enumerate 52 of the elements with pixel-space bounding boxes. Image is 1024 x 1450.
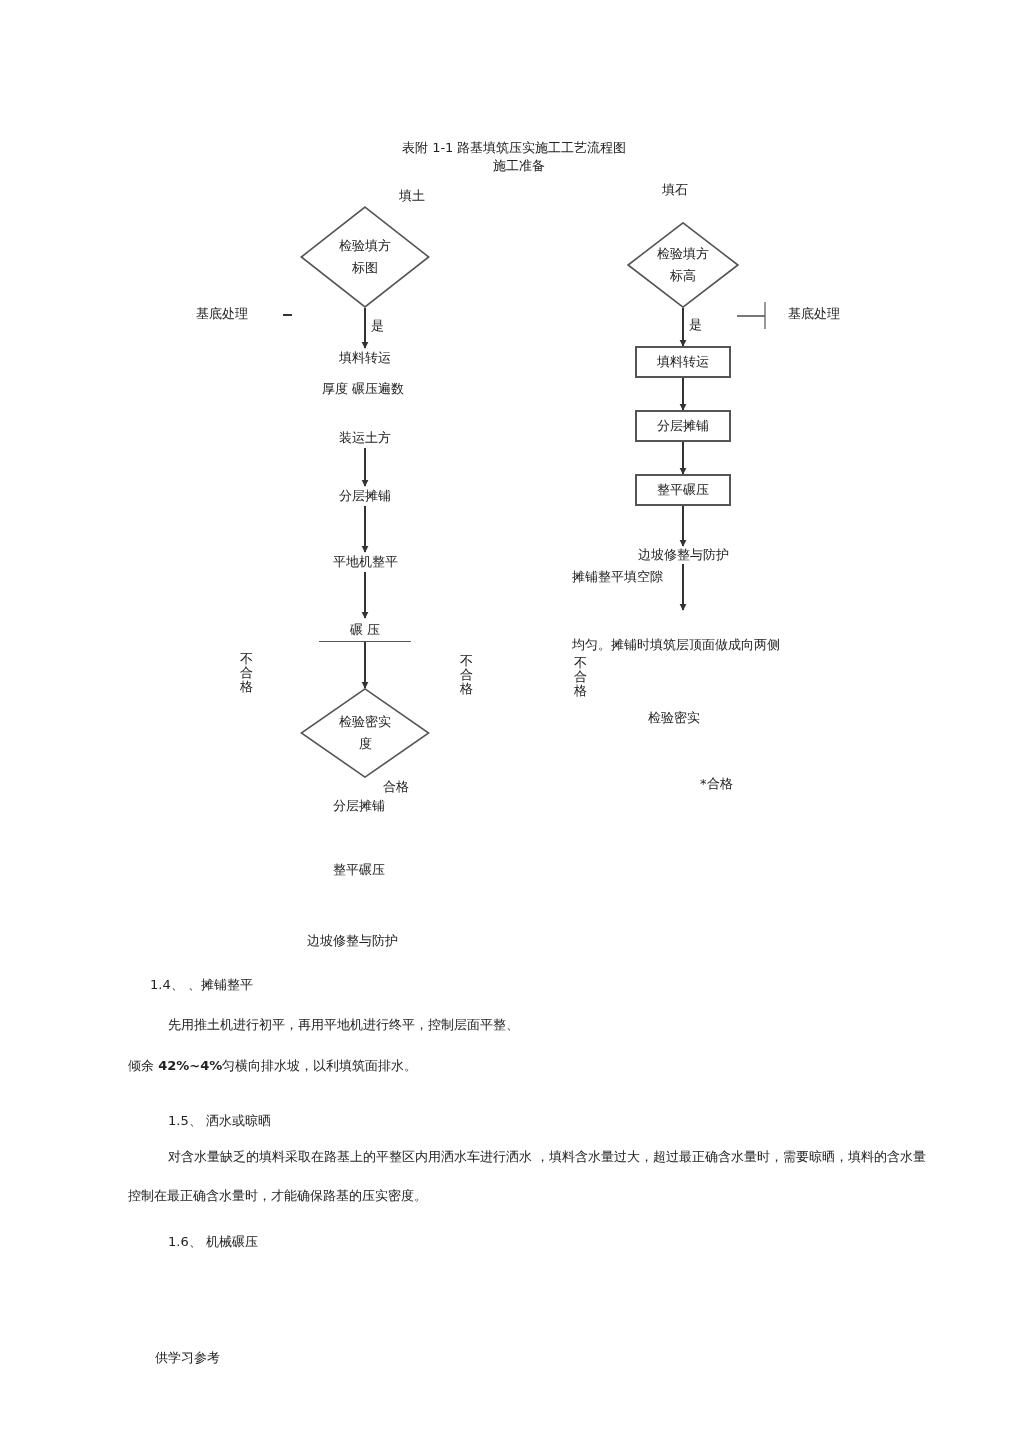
arrow xyxy=(679,307,687,347)
step-label: 摊铺整平填空隙 xyxy=(572,568,663,586)
step-label: 整平碾压 xyxy=(333,861,385,879)
step-label: 基底处理 xyxy=(788,305,840,323)
branch-label: 填石 xyxy=(662,181,688,199)
arrow xyxy=(679,441,687,475)
edge-label: 是 xyxy=(689,317,702,333)
arrow xyxy=(361,571,369,619)
edge-label: 是 xyxy=(371,318,384,334)
result-label: 不合格 xyxy=(240,652,254,694)
decision-diamond xyxy=(300,688,430,778)
paragraph: 对含水量缺乏的填料采取在路基上的平整区内用洒水车进行洒水 ，填料含水量过大，超过最正确含水量时，需要晾晒，填料的含水量控制在最正确含水量时，才能确保路基的压实密度。 xyxy=(128,1148,928,1205)
step-label: 装运土方 xyxy=(325,428,405,448)
arrow xyxy=(679,377,687,411)
branch-label: 填土 xyxy=(399,187,425,205)
process-box: 整平碾压 xyxy=(635,474,731,506)
section-heading: 1.6、 机械碾压 xyxy=(168,1233,258,1251)
arrow xyxy=(679,505,687,547)
paragraph: 倾余 42%~4%匀横向排水坡，以利填筑面排水。 xyxy=(128,1057,418,1075)
arrow xyxy=(679,563,687,611)
result-label: 合格 xyxy=(383,778,409,796)
step-label: 碾 压 xyxy=(319,618,411,642)
result-label: 不合格 xyxy=(574,656,588,698)
footer-note: 供学习参考 xyxy=(155,1349,220,1367)
diamond-text: 检验密实度 xyxy=(338,713,392,753)
section-heading: 1.5、 洒水或晾晒 xyxy=(168,1112,271,1130)
diagram-title: 表附 1-1 路基填筑压实施工工艺流程图 xyxy=(402,139,627,157)
note-text: 均匀。摊铺时填筑层顶面做成向两侧 xyxy=(572,636,780,654)
paragraph: 先用推土机进行初平，再用平地机进行终平，控制层面平整、 xyxy=(168,1016,519,1034)
step-label: 基底处理 xyxy=(196,305,248,323)
step-label: 边坡修整与防护 xyxy=(307,932,398,950)
step-label: 分层摊铺 xyxy=(333,797,385,815)
arrow xyxy=(361,447,369,487)
process-box: 分层摊铺 xyxy=(635,410,731,442)
arrow xyxy=(361,307,369,349)
diamond-text: 检验填方标图 xyxy=(338,237,392,277)
step-label: 填料转运 xyxy=(325,348,405,368)
section-heading: 1.4、 、摊铺整平 xyxy=(150,976,253,994)
arrow xyxy=(361,505,369,553)
result-label: 不合格 xyxy=(460,654,474,696)
step-label: 边坡修整与防护 xyxy=(623,546,743,564)
step-label: 平地机整平 xyxy=(315,552,415,572)
process-box: 填料转运 xyxy=(635,346,731,378)
decision-diamond xyxy=(627,222,739,308)
arrow xyxy=(361,641,369,689)
step-label: 检验密实 xyxy=(648,709,700,727)
result-label: *合格 xyxy=(700,775,733,793)
diamond-text: 检验填方标高 xyxy=(656,245,710,285)
step-label: 分层摊铺 xyxy=(325,486,405,506)
note-text: 厚度 碾压遍数 xyxy=(322,380,405,398)
decision-diamond xyxy=(300,206,430,308)
subtitle: 施工准备 xyxy=(493,157,545,175)
